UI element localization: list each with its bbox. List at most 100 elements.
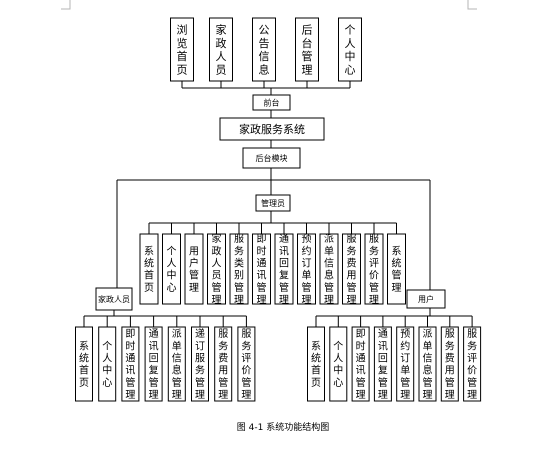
node-label: 浏览首页 — [177, 23, 188, 77]
node-frontend: 前台 — [252, 94, 291, 111]
node-box — [387, 233, 406, 305]
node-label: 后台管理 — [302, 24, 313, 77]
node-admin-booking-mgmt: 预约订单管理 — [297, 233, 316, 306]
node-user-msg-reply-mgmt: 通讯回复管理 — [373, 326, 392, 402]
node-admin-dispatch-mgmt: 派单信息管理 — [319, 233, 339, 306]
node-box — [242, 147, 301, 169]
node-box — [252, 17, 276, 82]
node-front-home: 浏览首页 — [170, 17, 194, 82]
node-box — [209, 17, 233, 82]
node-box — [144, 326, 163, 402]
node-label: 服务评价管理 — [241, 328, 251, 401]
node-label: 服务评价管理 — [467, 328, 477, 401]
node-box — [219, 117, 325, 141]
node-label: 个人中心 — [167, 245, 177, 294]
node-box — [396, 326, 415, 402]
node-label: 服务评价管理 — [369, 233, 379, 306]
node-label: 即时通讯管理 — [125, 328, 135, 401]
node-admin-staff-mgmt: 家政人员管理 — [207, 232, 226, 306]
node-label: 系统管理 — [392, 245, 402, 294]
node-label: 家政人员 — [98, 294, 130, 304]
node-admin-system-mgmt: 系统管理 — [387, 233, 406, 305]
node-label: 即时通讯管理 — [356, 328, 366, 401]
node-box — [463, 326, 482, 402]
node-user-instant-msg-mgmt: 即时通讯管理 — [351, 326, 370, 402]
node-box — [139, 233, 159, 305]
node-label: 后台模块 — [256, 153, 288, 163]
figure-caption: 图 4-1 系统功能结构图 — [237, 421, 329, 433]
node-admin: 管理员 — [255, 194, 291, 212]
node-label: 通讯回复管理 — [149, 328, 159, 401]
node-staff-review-mgmt: 服务评价管理 — [237, 326, 256, 402]
node-box — [351, 326, 370, 402]
node-admin-user-mgmt: 用户管理 — [184, 233, 204, 305]
node-box — [373, 326, 392, 402]
node-box — [162, 233, 181, 305]
node-label: 个人中心 — [333, 340, 343, 389]
node-box — [191, 326, 209, 402]
node-box — [297, 233, 316, 305]
node-label: 服务费用管理 — [218, 328, 228, 401]
node-staff-personal: 个人中心 — [98, 326, 117, 402]
node-label: 家政人员管理 — [212, 232, 222, 306]
page-corner-marks — [61, 0, 477, 10]
node-staff-dispatch-mgmt: 派单信息管理 — [167, 326, 186, 402]
node-label: 预约订单管理 — [400, 328, 410, 401]
node-backend: 后台模块 — [242, 147, 301, 169]
node-label: 派单信息管理 — [423, 328, 433, 401]
node-admin-personal: 个人中心 — [162, 233, 181, 305]
node-front-housekeeping-staff: 家政人员 — [209, 17, 233, 82]
node-box — [252, 94, 291, 111]
node-front-admin: 后台管理 — [295, 17, 319, 82]
node-label: 家政人员 — [216, 23, 227, 77]
node-box — [95, 287, 133, 311]
node-box — [252, 233, 271, 305]
node-admin-msg-reply-mgmt: 通讯回复管理 — [274, 233, 294, 306]
node-box — [167, 326, 186, 402]
node-label: 派单信息管理 — [324, 233, 334, 306]
node-box — [207, 233, 226, 305]
node-staff-fee-mgmt: 服务费用管理 — [214, 326, 233, 402]
node-admin-service-category-mgmt: 服务类别管理 — [229, 233, 249, 306]
node-staff-role: 家政人员 — [95, 287, 133, 311]
connector-lines — [83, 81, 473, 327]
node-box — [229, 233, 249, 305]
node-label: 预约订单管理 — [302, 233, 312, 306]
node-label: 管理员 — [261, 198, 285, 208]
node-user-personal: 个人中心 — [329, 326, 348, 402]
node-label: 即时通讯管理 — [257, 233, 267, 306]
node-box — [184, 233, 204, 305]
node-label: 服务费用管理 — [347, 233, 357, 306]
node-user-review-mgmt: 服务评价管理 — [463, 326, 482, 402]
node-label: 系统首页 — [144, 245, 154, 294]
node-box — [75, 326, 93, 402]
node-label: 通讯回复管理 — [279, 233, 289, 306]
node-label: 用户管理 — [189, 246, 199, 294]
node-label: 服务类别管理 — [234, 233, 244, 306]
node-admin-review-mgmt: 服务评价管理 — [364, 233, 384, 306]
node-label: 服务费用管理 — [445, 328, 455, 401]
node-box — [170, 17, 194, 82]
node-box — [364, 233, 384, 305]
node-staff-home: 系统首页 — [75, 326, 93, 402]
node-box — [214, 326, 233, 402]
node-admin-instant-msg-mgmt: 即时通讯管理 — [252, 233, 271, 306]
node-user-home: 系统首页 — [307, 326, 325, 402]
node-box — [121, 326, 140, 402]
node-user-dispatch-mgmt: 派单信息管理 — [418, 326, 437, 402]
node-box — [237, 326, 256, 402]
node-label: 系统首页 — [311, 340, 321, 389]
node-label: 系统首页 — [79, 340, 89, 389]
node-label: 家政服务系统 — [239, 122, 305, 136]
node-label: 通讯回复管理 — [378, 328, 388, 401]
node-label: 用户 — [418, 294, 434, 304]
node-box — [338, 17, 362, 82]
node-box — [440, 326, 459, 402]
node-staff-msg-reply-mgmt: 通讯回复管理 — [144, 326, 163, 402]
node-box — [406, 289, 446, 309]
node-staff-instant-msg-mgmt: 即时通讯管理 — [121, 326, 140, 402]
node-label: 个人中心 — [102, 340, 112, 389]
node-user-fee-mgmt: 服务费用管理 — [440, 326, 459, 402]
node-box — [319, 233, 339, 305]
node-box — [307, 326, 325, 402]
